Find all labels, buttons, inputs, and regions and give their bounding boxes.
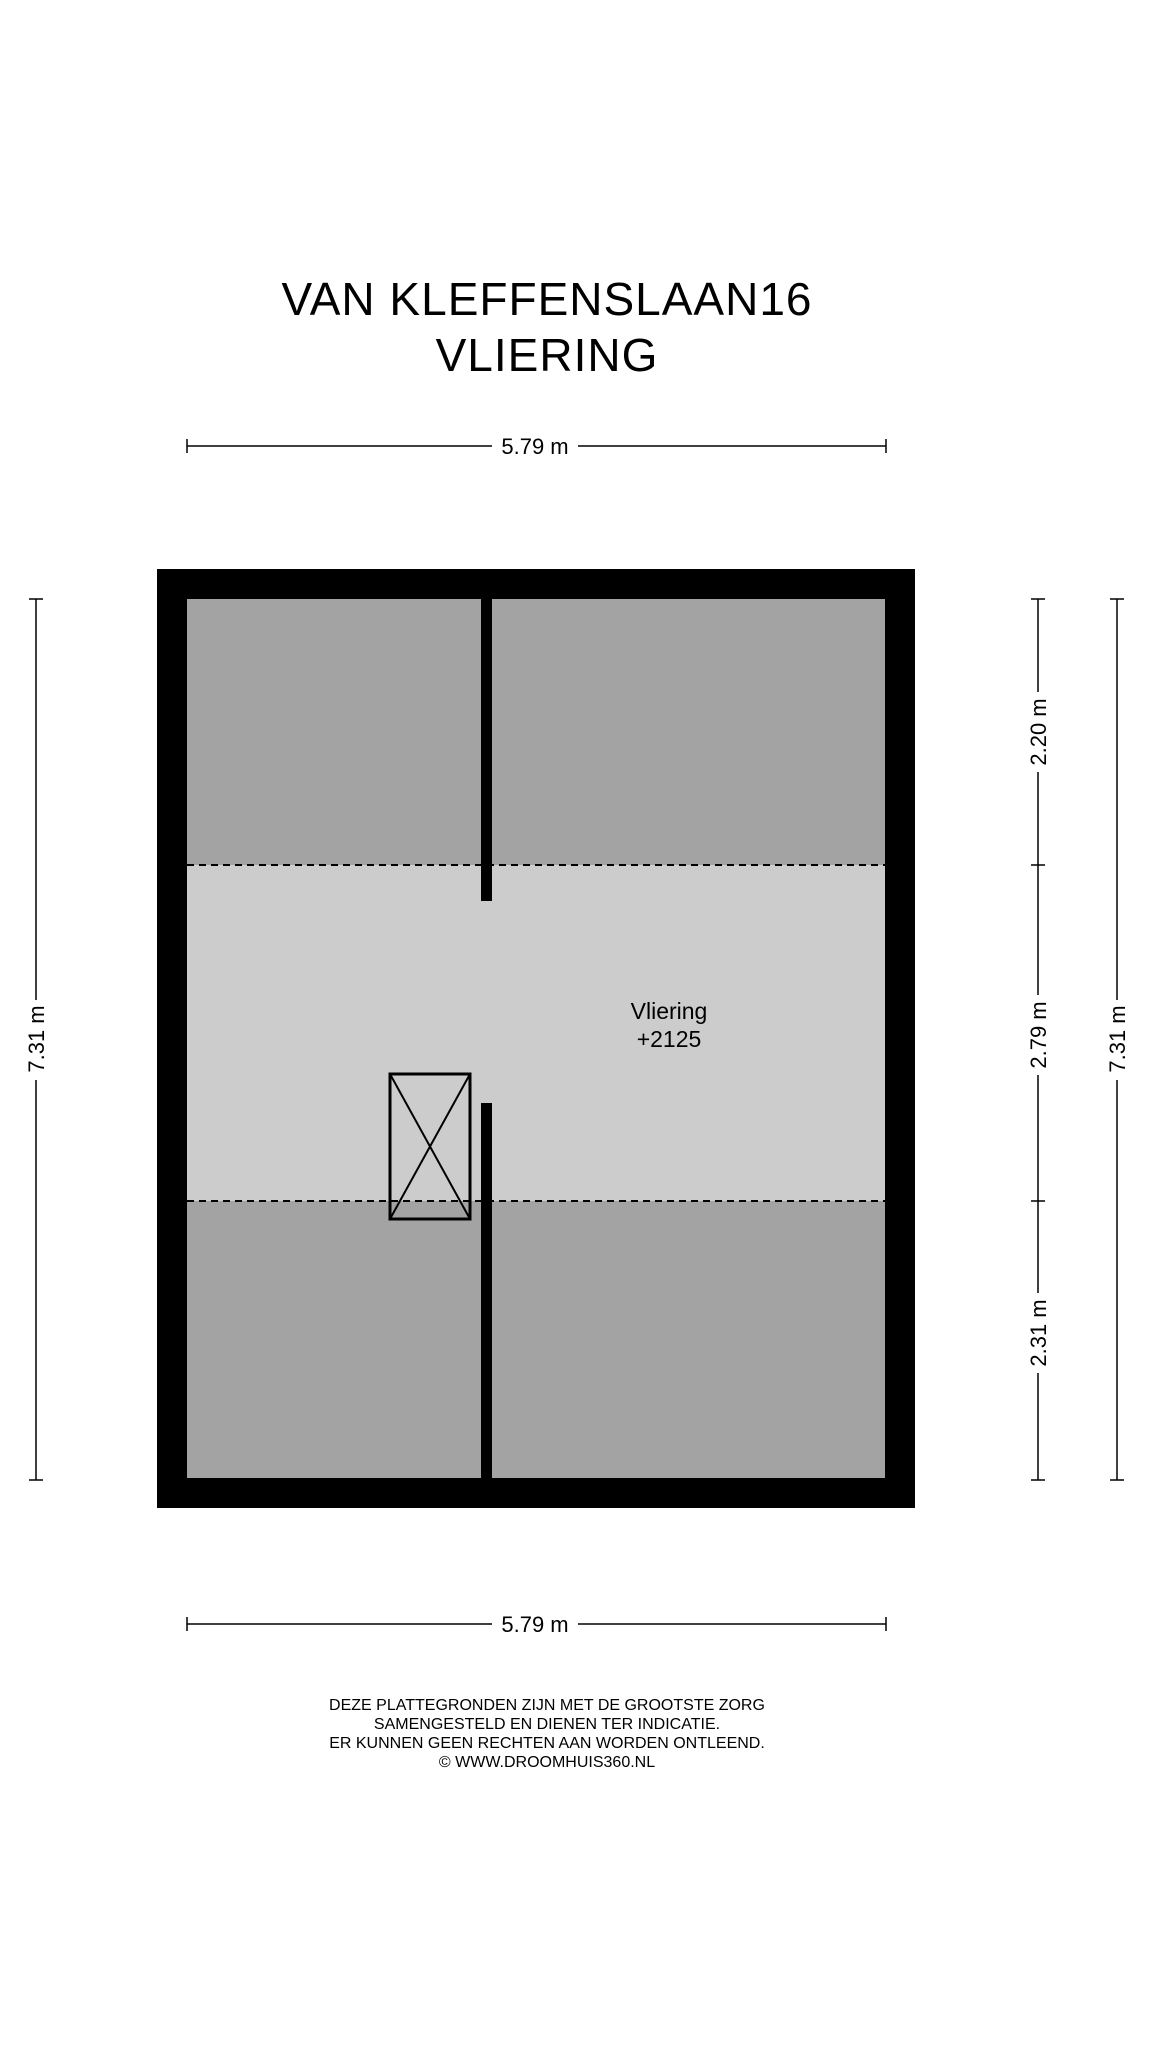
sloped-zone-bottom <box>187 1201 885 1478</box>
right-height-label: 7.31 m <box>1105 1005 1130 1072</box>
right-segment-dimension: 2.20 m 2.79 m 2.31 m <box>1026 598 1051 1481</box>
bottom-width-label: 5.79 m <box>501 1612 568 1637</box>
disclaimer: DEZE PLATTEGRONDEN ZIJN MET DE GROOTSTE … <box>0 1696 1094 1772</box>
room-name-label: Vliering <box>631 998 708 1024</box>
loft-hatch-icon <box>388 1072 472 1221</box>
page-title: VAN KLEFFENSLAAN16 <box>281 273 813 325</box>
floor-name: VLIERING <box>435 329 659 381</box>
left-height-label: 7.31 m <box>24 1005 49 1072</box>
top-width-label: 5.79 m <box>501 434 568 459</box>
right-height-dimension: 7.31 m <box>1105 598 1130 1481</box>
top-width-dimension: 5.79 m <box>186 434 887 459</box>
sloped-zone-top <box>187 599 885 865</box>
bottom-width-dimension: 5.79 m <box>186 1612 887 1637</box>
copyright-link[interactable]: © WWW.DROOMHUIS360.NL <box>438 1754 656 1771</box>
room-level-label: +2125 <box>637 1026 702 1052</box>
right-segment-top-label: 2.20 m <box>1026 698 1051 765</box>
floor-zone-middle <box>187 865 885 1201</box>
disclaimer-line: DEZE PLATTEGRONDEN ZIJN MET DE GROOTSTE … <box>329 1697 765 1714</box>
disclaimer-line: ER KUNNEN GEEN RECHTEN AAN WORDEN ONTLEE… <box>329 1735 765 1752</box>
partition-wall-top <box>481 599 492 901</box>
right-segment-middle-label: 2.79 m <box>1026 1001 1051 1068</box>
right-segment-bottom-label: 2.31 m <box>1026 1299 1051 1366</box>
partition-wall-bottom <box>481 1103 492 1479</box>
left-height-dimension: 7.31 m <box>24 598 49 1481</box>
disclaimer-line: SAMENGESTELD EN DIENEN TER INDICATIE. <box>373 1716 721 1733</box>
